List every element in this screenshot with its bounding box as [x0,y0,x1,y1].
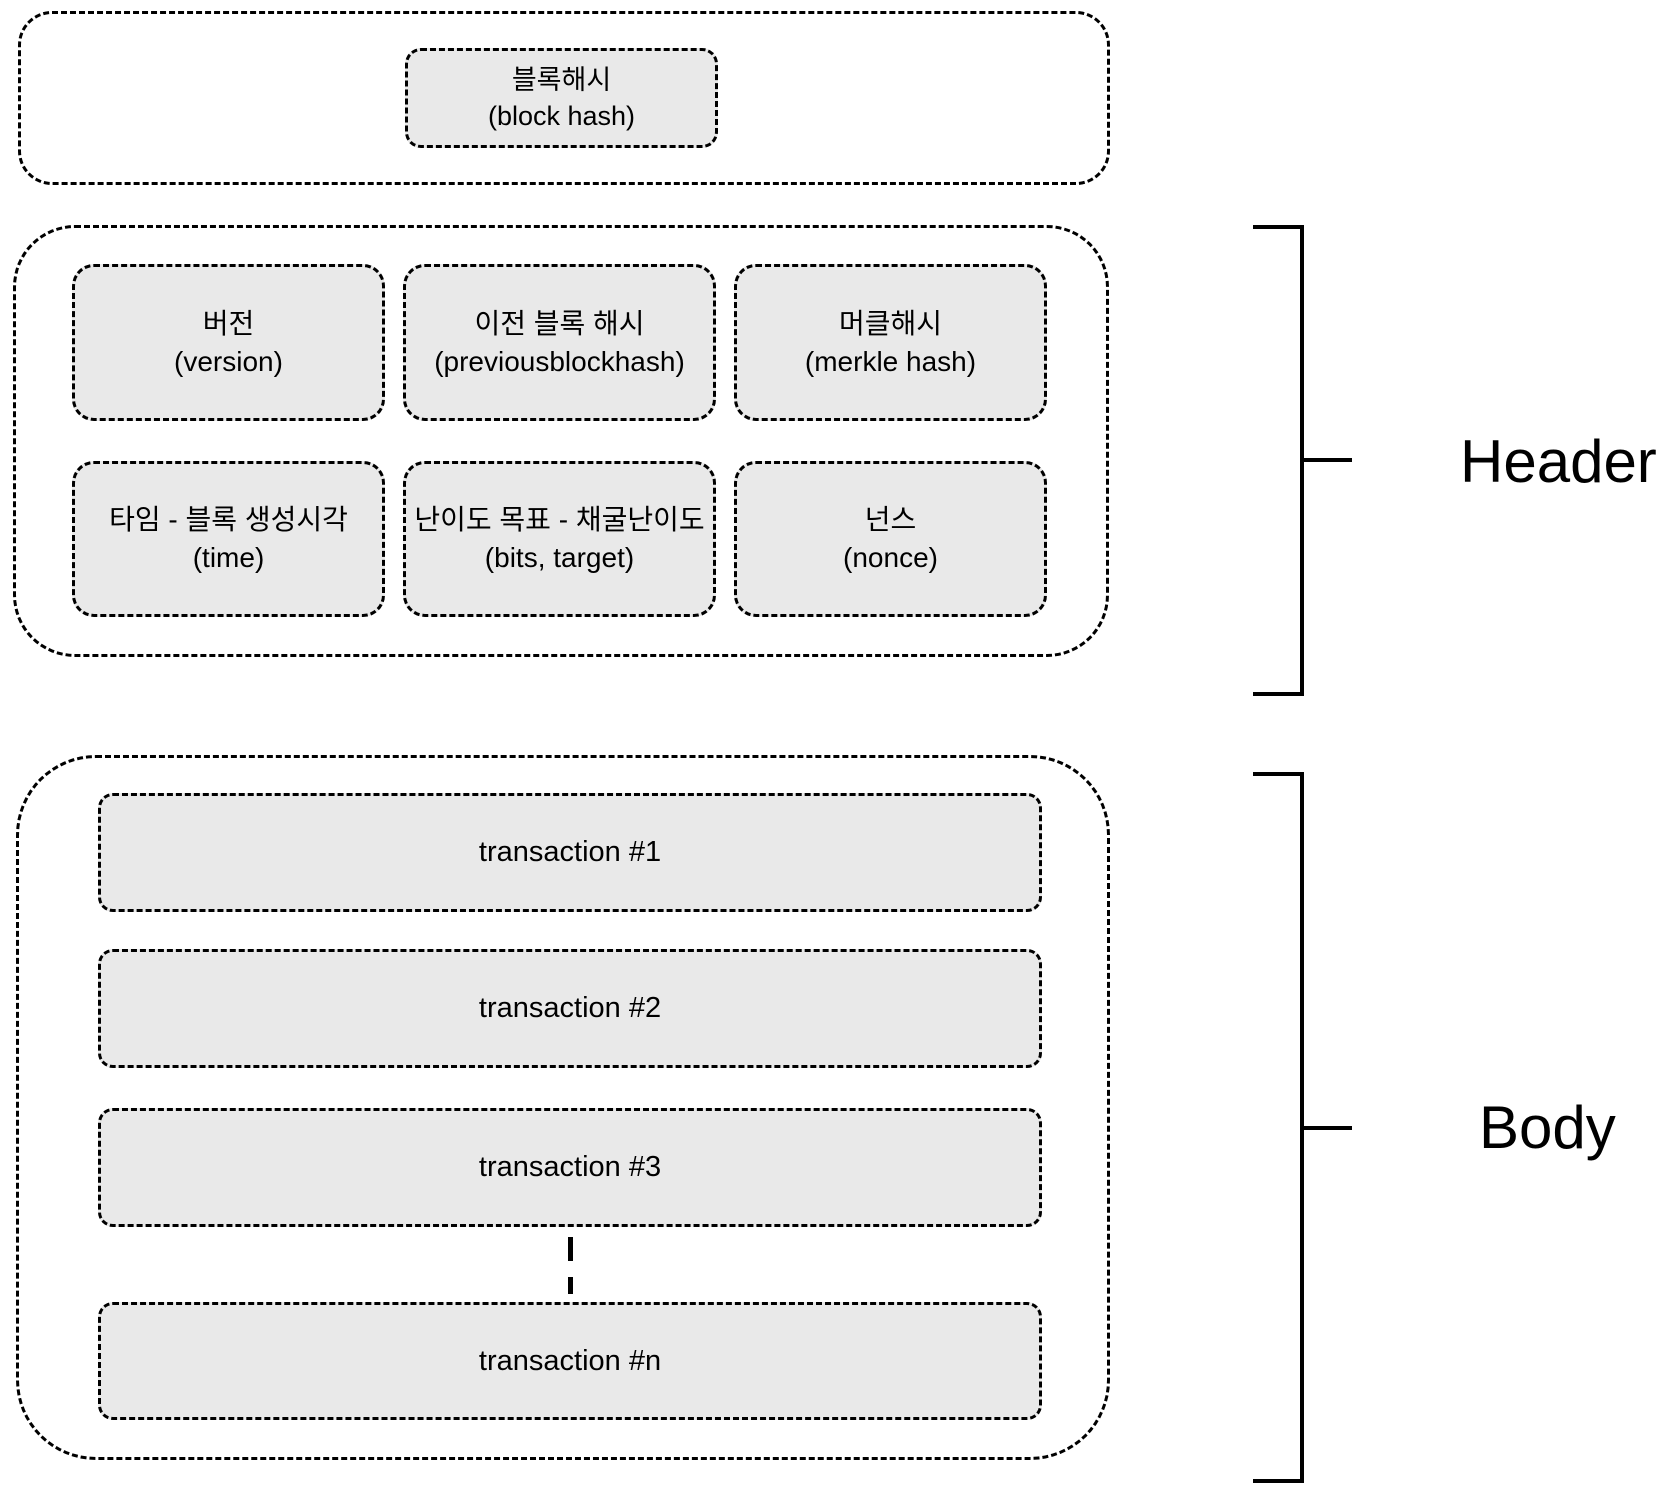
previousblockhash-box: 이전 블록 해시 (previousblockhash) [403,264,716,421]
version-label-english: (version) [174,345,283,377]
transaction-box: transaction #1 [98,793,1042,912]
time-box: 타임 - 블록 생성시각 (time) [72,461,385,617]
version-box: 버전 (version) [72,264,385,421]
time-label-korean: 타임 - 블록 생성시각 [109,504,348,535]
bits-target-label-english: (bits, target) [484,542,635,573]
previousblockhash-label-english: (previousblockhash) [434,345,685,377]
time-label-english: (time) [192,542,265,573]
nonce-label-korean: 넌스 [864,504,917,535]
transaction-box: transaction #3 [98,1108,1042,1227]
header-section-label: Header [1460,428,1657,495]
bits-target-box: 난이도 목표 - 채굴난이도 (bits, target) [403,461,716,617]
transaction-n-label: transaction #n [478,1344,662,1377]
transaction-1-label: transaction #1 [478,836,662,868]
block-hash-label-korean: 블록해시 [511,65,612,95]
bits-target-label-korean: 난이도 목표 - 채굴난이도 [414,504,705,535]
block-hash-container [18,11,1110,185]
body-section-label: Body [1479,1094,1616,1161]
nonce-box: 넌스 (nonce) [734,461,1047,617]
block-hash-box: 블록해시 (block hash) [405,48,718,148]
transaction-box: transaction #n [98,1302,1042,1420]
body-bracket [1253,772,1352,1483]
transaction-3-label: transaction #3 [478,1151,662,1183]
header-container [13,225,1109,657]
merkle-hash-box: 머클해시 (merkle hash) [734,264,1047,421]
header-bracket [1253,225,1352,696]
merkle-hash-label-korean: 머클해시 [838,307,943,339]
transaction-2-label: transaction #2 [478,992,662,1024]
version-label-korean: 버전 [202,307,255,339]
transaction-box: transaction #2 [98,949,1042,1068]
previousblockhash-label-korean: 이전 블록 해시 [474,307,645,339]
block-hash-label-english: (block hash) [487,101,636,131]
merkle-hash-label-english: (merkle hash) [804,345,977,377]
body-container [16,755,1110,1460]
nonce-label-english: (nonce) [843,542,938,573]
